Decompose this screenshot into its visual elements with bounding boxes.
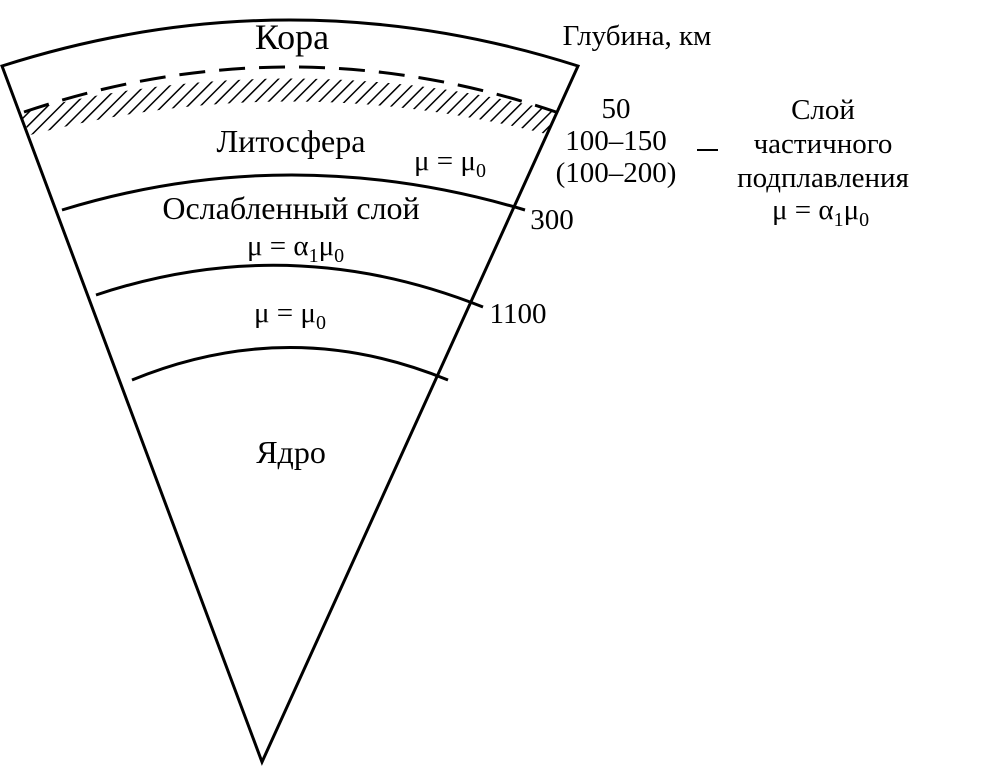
depth-mark-50: 50: [602, 93, 631, 125]
lower-mantle-param: μ = μ0: [254, 297, 326, 334]
lithosphere-param: μ = μ0: [414, 145, 486, 182]
partial-melt-line2: частичного: [754, 128, 893, 160]
partial-melt-param: μ = α1μ0: [772, 194, 869, 231]
core-boundary: [131, 346, 449, 382]
partial-melt-line1: Слой: [791, 94, 855, 126]
lithosphere-boundary: [61, 173, 526, 212]
lithosphere-label: Литосфера: [217, 123, 366, 159]
core-label: Ядро: [256, 434, 326, 470]
depth-mark-300: 300: [530, 204, 574, 236]
partial-melt-line3: подплавления: [737, 162, 909, 194]
depth-mark-100-200: (100–200): [556, 157, 677, 189]
wedge-outline: [0, 18, 581, 766]
crust-boundary-dashed: [23, 65, 557, 114]
partial-melt-band: [20, 78, 560, 135]
weak-layer-boundary: [95, 263, 484, 309]
depth-mark-100-150: 100–150: [565, 125, 667, 157]
depth-mark-1100: 1100: [490, 298, 547, 330]
crust-label: Кора: [255, 17, 329, 57]
weak-layer-param: μ = α1μ0: [247, 230, 344, 267]
depth-axis-title: Глубина, км: [563, 20, 712, 52]
weak-layer-label: Ослабленный слой: [162, 190, 419, 226]
